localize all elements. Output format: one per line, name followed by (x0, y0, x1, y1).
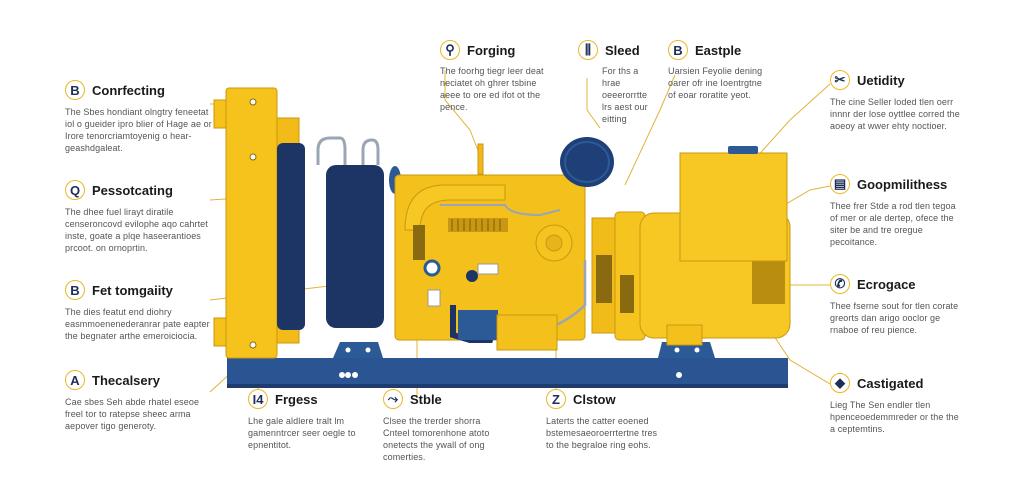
badge-icon: ⤳ (383, 389, 403, 409)
callout-title: Castigated (857, 375, 924, 391)
callout-title: Goopmilithess (857, 176, 948, 192)
callout-description: The foorhg tiegr leer deat neciatet oh g… (440, 66, 544, 112)
callout-bottom-2: ⤳ Stble Clsee the trerder shorra Cnteel t… (383, 389, 503, 463)
callout-description: Clsee the trerder shorra Cnteel tomorenh… (383, 416, 490, 462)
callout-left-2: Q Pessotcating The dhee fuel lirayt dirat… (65, 180, 215, 254)
radiator (213, 87, 305, 359)
callout-top-2: ⫼ Sleed For ths a hrae oeeerorrtte lrs ae… (578, 40, 650, 125)
callout-right-1: ✂ Uetidity The cine Seller loded tlen oer… (830, 70, 960, 132)
badge-icon: ⫼ (578, 40, 598, 60)
callout-title: Frgess (275, 391, 318, 407)
callout-description: Thee frer Stde a rod tlen tegoa of mer o… (830, 201, 956, 247)
callout-description: The Sbes hondiant olngtry feneetat iol o… (65, 107, 212, 153)
badge-icon: ⚲ (440, 40, 460, 60)
callout-description: The dhee fuel lirayt diratile censeronco… (65, 207, 208, 253)
callout-title: Eastple (695, 42, 742, 58)
callout-title: Conrfecting (92, 82, 165, 98)
callout-title: Fet tomgaiity (92, 282, 173, 298)
callout-description: Thee fserne sout for tlen corate greorts… (830, 301, 959, 335)
badge-icon: ▤ (830, 174, 850, 194)
callout-title: Uetidity (857, 72, 905, 88)
badge-icon: Q (65, 180, 85, 200)
engine-block (394, 143, 587, 351)
callout-description: Uarsien Feyolie dening oarer ofr ine Ioe… (668, 66, 763, 100)
callout-bottom-1: I4 Frgess Lhe gale aldlere tralt lm gamen… (248, 389, 368, 451)
badge-icon: B (668, 40, 688, 60)
callout-right-4: ◆ Castigated Lieg The Sen endler tlen hpe… (830, 373, 960, 435)
callout-description: Lieg The Sen endler tlen hpenceoedemmred… (830, 400, 959, 434)
coolant-tank (316, 136, 401, 328)
callout-title: Ecrogace (857, 276, 916, 292)
callout-description: The cine Seller loded tlen oerr innnr de… (830, 97, 960, 131)
badge-icon: ✆ (830, 274, 850, 294)
callout-right-2: ▤ Goopmilithess Thee frer Stde a rod tlen… (830, 174, 960, 248)
callout-bottom-3: Z Clstow Laterts the catter eoened bsteme… (546, 389, 666, 451)
callout-description: Lhe gale aldlere tralt lm gamenntrcer se… (248, 416, 356, 450)
badge-icon: A (65, 370, 85, 390)
badge-icon: ✂ (830, 70, 850, 90)
badge-icon: B (65, 280, 85, 300)
callout-title: Thecalsery (92, 372, 160, 388)
callout-description: Laterts the catter eoened bstemesaeoroer… (546, 416, 658, 450)
callout-title: Sleed (605, 42, 640, 58)
callout-top-1: ⚲ Forging The foorhg tiegr leer deat neci… (440, 40, 555, 113)
callout-title: Pessotcating (92, 182, 173, 198)
badge-icon: ◆ (830, 373, 850, 393)
callout-description: The dies featut end diohry easmmoenenede… (65, 307, 210, 341)
callout-left-3: B Fet tomgaiity The dies featut end diohr… (65, 280, 215, 342)
callout-left-4: A Thecalsery Cae sbes Seh abde rhatel ese… (65, 370, 215, 432)
callout-description: Cae sbes Seh abde rhatel eseoe freel tor… (65, 397, 200, 431)
base-frame (227, 342, 788, 388)
badge-icon: B (65, 80, 85, 100)
alternator (591, 146, 791, 346)
callout-left-1: B Conrfecting The Sbes hondiant olngtry f… (65, 80, 215, 154)
callout-title: Clstow (573, 391, 616, 407)
callout-right-3: ✆ Ecrogace Thee fserne sout for tlen cora… (830, 274, 960, 336)
callout-title: Stble (410, 391, 442, 407)
callout-title: Forging (467, 42, 516, 58)
badge-icon: I4 (248, 389, 268, 409)
badge-icon: Z (546, 389, 566, 409)
callout-top-3: B Eastple Uarsien Feyolie dening oarer of… (668, 40, 768, 101)
air-filter (560, 137, 614, 187)
callout-description: For ths a hrae oeeerorrtte lrs aest our … (602, 66, 648, 124)
